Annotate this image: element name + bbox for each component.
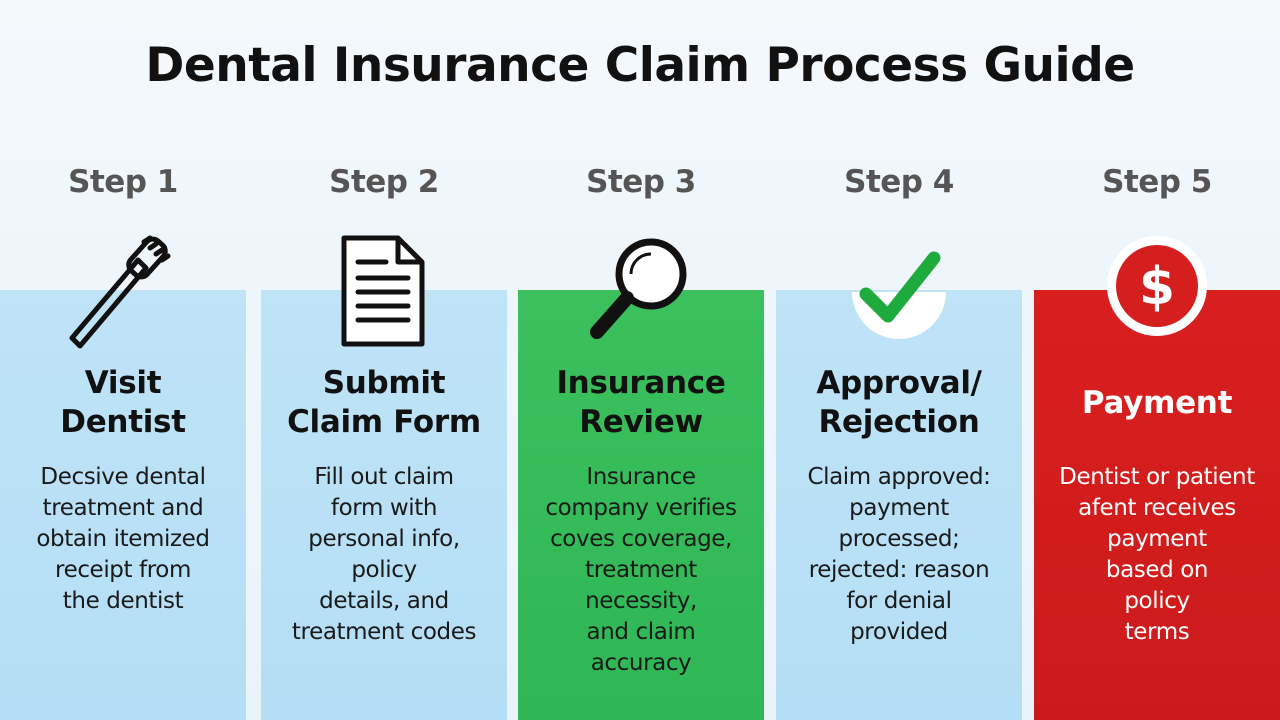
magnifier-icon	[518, 232, 764, 352]
step-4: Step 4 Approval/ Rejection Claim approve…	[776, 0, 1022, 720]
step-3-label: Step 3	[586, 164, 696, 200]
step-2-label: Step 2	[329, 164, 439, 200]
step-1-description: Decsive dental treatment and obtain item…	[36, 464, 210, 614]
dollar-icon: $	[1034, 232, 1280, 352]
step-4-label: Step 4	[844, 164, 954, 200]
step-2-title: Submit Claim Form	[287, 365, 481, 440]
step-5-panel	[1034, 290, 1280, 720]
checkmark-icon	[776, 232, 1022, 352]
step-1-panel	[0, 290, 246, 720]
step-3-panel	[518, 290, 764, 720]
step-1: Step 1 Visit Dentist Decsive dental trea…	[0, 0, 246, 720]
step-1-title: Visit Dentist	[60, 365, 186, 440]
step-3-title: Insurance Review	[556, 365, 726, 440]
step-2-description: Fill out claim form with personal info, …	[291, 464, 477, 645]
step-4-panel	[776, 290, 1022, 720]
step-5-label: Step 5	[1102, 164, 1212, 200]
document-icon	[261, 232, 507, 352]
step-4-description: Claim approved: payment processed; rejec…	[807, 464, 991, 645]
step-4-title: Approval/ Rejection	[816, 365, 982, 440]
step-5-description: Dentist or patient afent receives paymen…	[1059, 464, 1255, 645]
step-2: Step 2 Submit Claim Form Fill out claim …	[261, 0, 507, 720]
step-1-label: Step 1	[68, 164, 178, 200]
step-5-title: Payment	[1081, 385, 1233, 421]
step-5: Step 5 $ Payment Dentist or patient afen…	[1034, 0, 1280, 720]
page-title: Dental Insurance Claim Process Guide	[145, 38, 1135, 93]
toothbrush-icon	[0, 232, 246, 352]
step-3-description: Insurance company verifies coves coverag…	[545, 464, 737, 676]
step-2-panel	[261, 290, 507, 720]
step-3: Step 3 Insurance Review Insurance compan…	[518, 0, 764, 720]
svg-text:$: $	[1139, 257, 1175, 317]
